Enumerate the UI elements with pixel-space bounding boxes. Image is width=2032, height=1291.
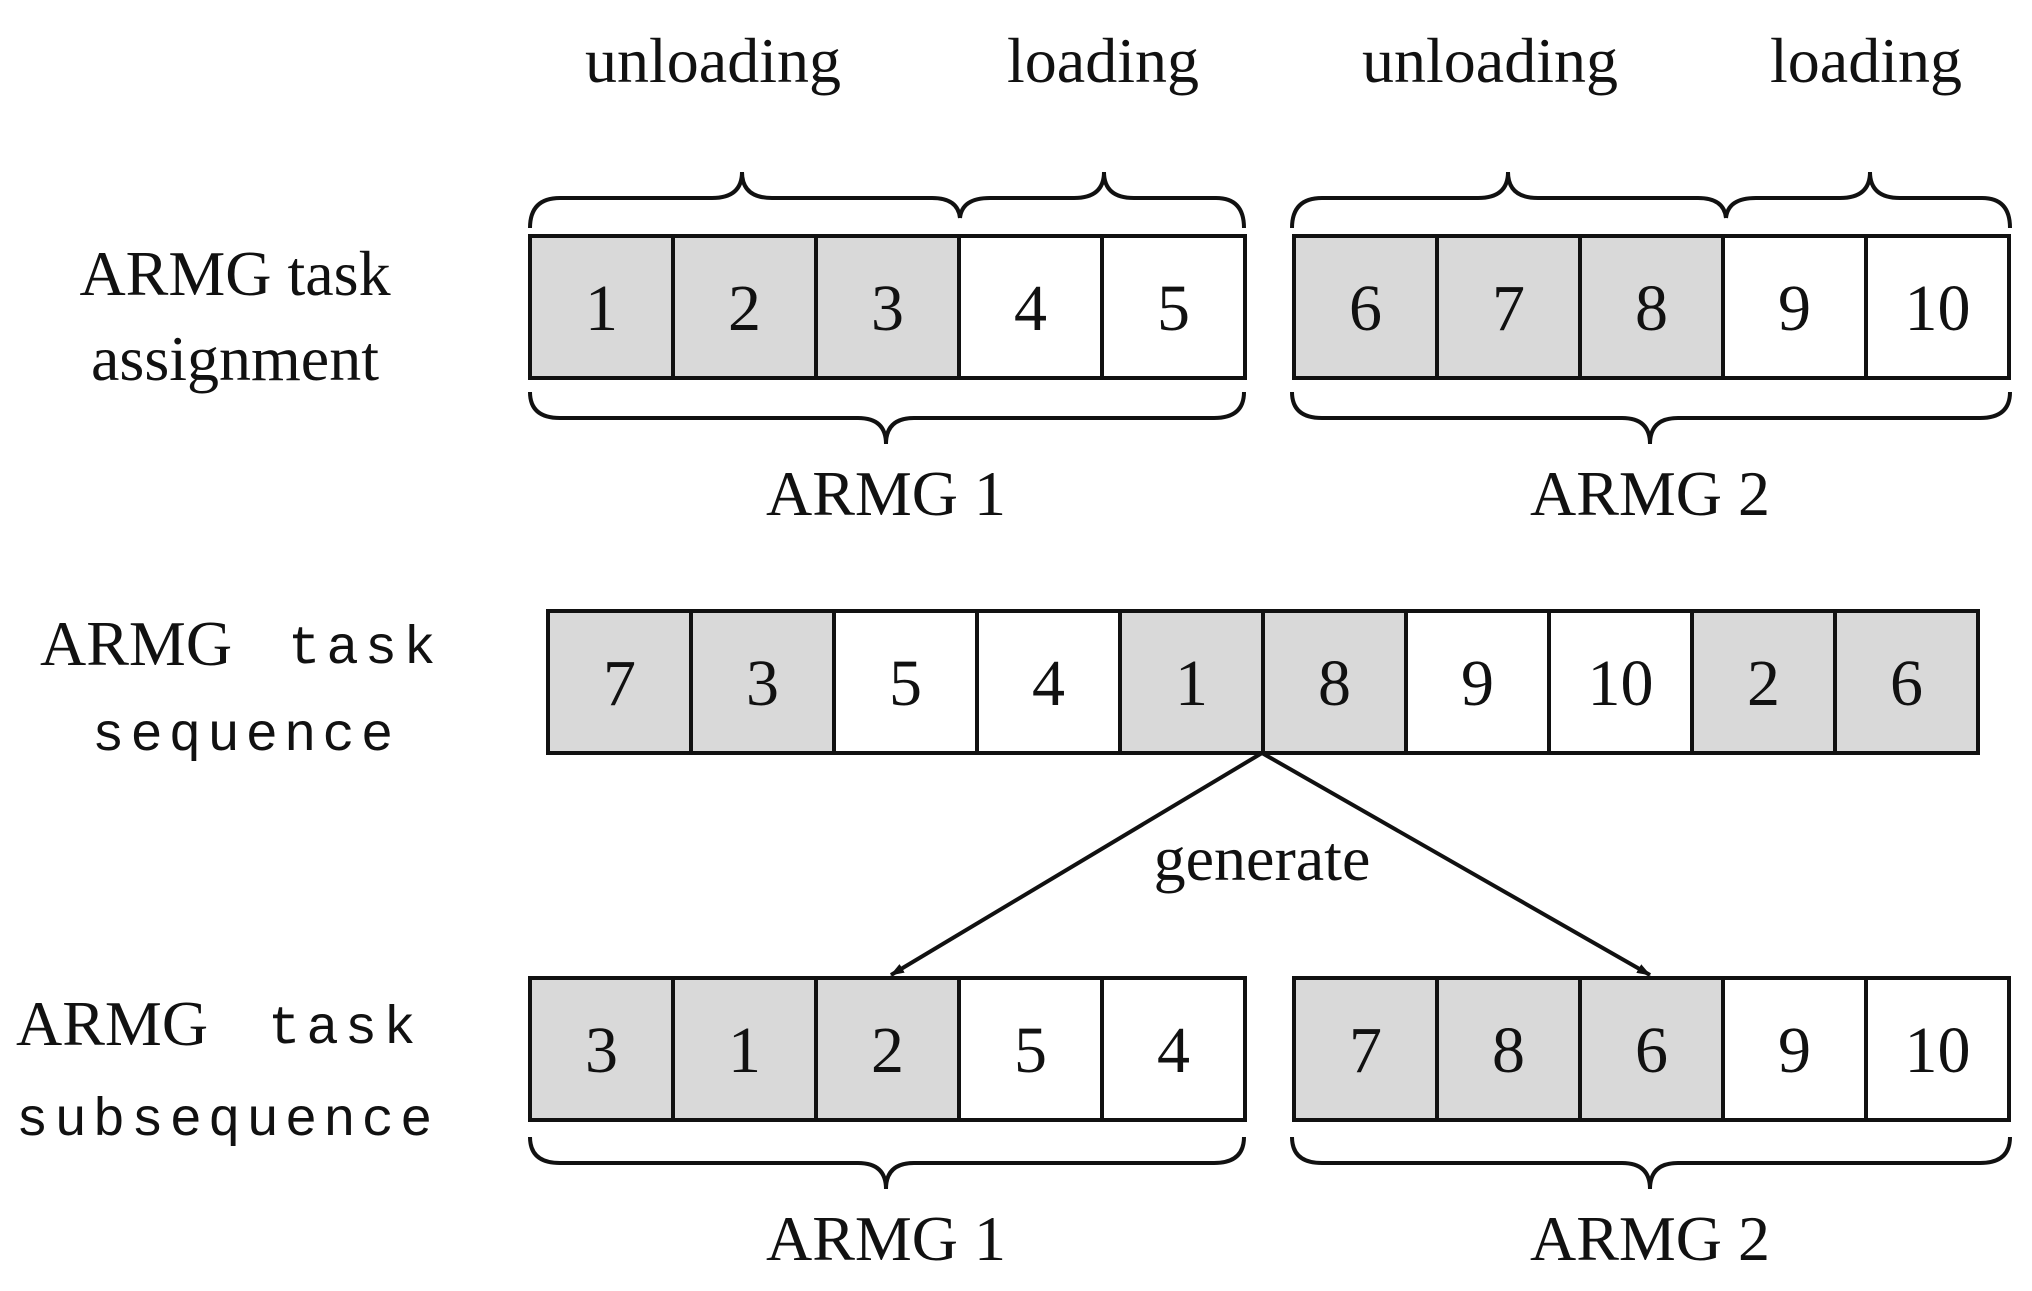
sequence-label-word1b: task bbox=[288, 619, 442, 680]
sequence-cell-label: 2 bbox=[1747, 647, 1780, 720]
sequence-cell bbox=[689, 609, 836, 755]
sequence-cell bbox=[1833, 609, 1980, 755]
sequence-cells: 7 3 5 4 1 8 9 10 2 6 bbox=[546, 609, 1980, 755]
assignment-armg2-cell bbox=[1721, 234, 1868, 380]
assignment-armg2-cell-label: 7 bbox=[1492, 272, 1525, 345]
subsequence-armg2-cell-label: 7 bbox=[1349, 1014, 1382, 1087]
generate-label: generate bbox=[1154, 823, 1371, 894]
subsequence-armg1-cell bbox=[957, 976, 1104, 1122]
sequence-cell bbox=[832, 609, 979, 755]
sequence-cell-label: 3 bbox=[746, 647, 779, 720]
brace-armg2-subsequence bbox=[1290, 1136, 2012, 1190]
top-label-unloading-2: unloading bbox=[1362, 25, 1618, 96]
subsequence-armg2-cell-label: 6 bbox=[1635, 1014, 1668, 1087]
sequence-cell-label: 4 bbox=[1032, 647, 1065, 720]
brace-armg1-subsequence bbox=[528, 1136, 1246, 1190]
subsequence-label-word1b: task bbox=[268, 999, 422, 1060]
subsequence-armg2-cell-label: 8 bbox=[1492, 1014, 1525, 1087]
assignment-armg1-cell-label: 4 bbox=[1014, 272, 1047, 345]
brace-armg1-assignment bbox=[528, 391, 1246, 445]
top-label-loading-1: loading bbox=[1007, 25, 1199, 96]
assignment-armg2-cell-label: 6 bbox=[1349, 272, 1382, 345]
brace-armg2-assignment bbox=[1290, 391, 2012, 445]
assignment-armg2-cell-label: 9 bbox=[1778, 272, 1811, 345]
brace-unloading-1 bbox=[528, 171, 962, 229]
assignment-armg2-cells: 6 7 8 9 10 bbox=[1292, 234, 2011, 380]
subsequence-armg1-cell bbox=[814, 976, 961, 1122]
sequence-cell-label: 9 bbox=[1461, 647, 1494, 720]
sequence-cell bbox=[1404, 609, 1551, 755]
assignment-armg1-cell bbox=[1100, 234, 1247, 380]
sequence-cell-label: 6 bbox=[1890, 647, 1923, 720]
assignment-armg1-cell-label: 1 bbox=[585, 272, 618, 345]
assignment-armg2-cell bbox=[1578, 234, 1725, 380]
sequence-label-word1: ARMG bbox=[40, 608, 232, 679]
subsequence-armg1-cell-label: 4 bbox=[1157, 1014, 1190, 1087]
assignment-armg2-cell bbox=[1292, 234, 1439, 380]
assignment-label-line2: assignment bbox=[91, 323, 379, 394]
armg2-label-assignment: ARMG 2 bbox=[1530, 458, 1770, 529]
top-label-unloading-1: unloading bbox=[585, 25, 841, 96]
subsequence-armg2-cell-label: 10 bbox=[1905, 1014, 1971, 1087]
subsequence-label-line2: subsequence bbox=[16, 1091, 438, 1152]
subsequence-armg1-cell bbox=[1100, 976, 1247, 1122]
brace-unloading-2 bbox=[1290, 171, 1728, 229]
assignment-armg1-cell bbox=[814, 234, 961, 380]
subsequence-label-word1: ARMG bbox=[16, 988, 208, 1059]
subsequence-armg1-cells: 3 1 2 5 4 bbox=[528, 976, 1247, 1122]
generate-arrow-armg2 bbox=[1261, 751, 1651, 977]
subsequence-armg1-cell-label: 2 bbox=[871, 1014, 904, 1087]
subsequence-armg1-cell-label: 1 bbox=[728, 1014, 761, 1087]
assignment-armg2-cell-label: 10 bbox=[1905, 272, 1971, 345]
assignment-armg1-cell-label: 2 bbox=[728, 272, 761, 345]
sequence-cell-label: 10 bbox=[1588, 647, 1654, 720]
armg1-label-assignment: ARMG 1 bbox=[766, 458, 1006, 529]
assignment-armg2-cell bbox=[1864, 234, 2011, 380]
sequence-cell-label: 1 bbox=[1175, 647, 1208, 720]
assignment-armg1-cell-label: 5 bbox=[1157, 272, 1190, 345]
subsequence-armg2-cells: 7 8 6 9 10 bbox=[1292, 976, 2011, 1122]
brace-loading-2 bbox=[1724, 171, 2012, 229]
sequence-cell-label: 7 bbox=[603, 647, 636, 720]
subsequence-armg2-cell bbox=[1292, 976, 1439, 1122]
assignment-armg1-cell bbox=[528, 234, 675, 380]
assignment-armg1-cells: 1 2 3 4 5 bbox=[528, 234, 1247, 380]
subsequence-armg2-cell-label: 9 bbox=[1778, 1014, 1811, 1087]
top-label-loading-2: loading bbox=[1770, 25, 1962, 96]
armg1-label-subsequence: ARMG 1 bbox=[766, 1203, 1006, 1274]
subsequence-armg1-cell bbox=[528, 976, 675, 1122]
assignment-armg1-cell-label: 3 bbox=[871, 272, 904, 345]
sequence-cell bbox=[975, 609, 1122, 755]
sequence-cell bbox=[1547, 609, 1694, 755]
armg2-label-subsequence: ARMG 2 bbox=[1530, 1203, 1770, 1274]
assignment-label-line1: ARMG task bbox=[79, 238, 390, 309]
brace-loading-1 bbox=[958, 171, 1246, 229]
sequence-cell bbox=[1261, 609, 1408, 755]
sequence-label-line2: sequence bbox=[92, 706, 399, 767]
assignment-armg2-cell bbox=[1435, 234, 1582, 380]
generate-arrow-armg1 bbox=[889, 751, 1264, 977]
subsequence-armg2-cell bbox=[1435, 976, 1582, 1122]
subsequence-armg1-cell bbox=[671, 976, 818, 1122]
assignment-armg2-cell-label: 8 bbox=[1635, 272, 1668, 345]
subsequence-armg1-cell-label: 3 bbox=[585, 1014, 618, 1087]
sequence-cell-label: 5 bbox=[889, 647, 922, 720]
subsequence-armg1-cell-label: 5 bbox=[1014, 1014, 1047, 1087]
assignment-armg1-cell bbox=[671, 234, 818, 380]
subsequence-armg2-cell bbox=[1864, 976, 2011, 1122]
sequence-cell bbox=[1690, 609, 1837, 755]
sequence-cell-label: 8 bbox=[1318, 647, 1351, 720]
